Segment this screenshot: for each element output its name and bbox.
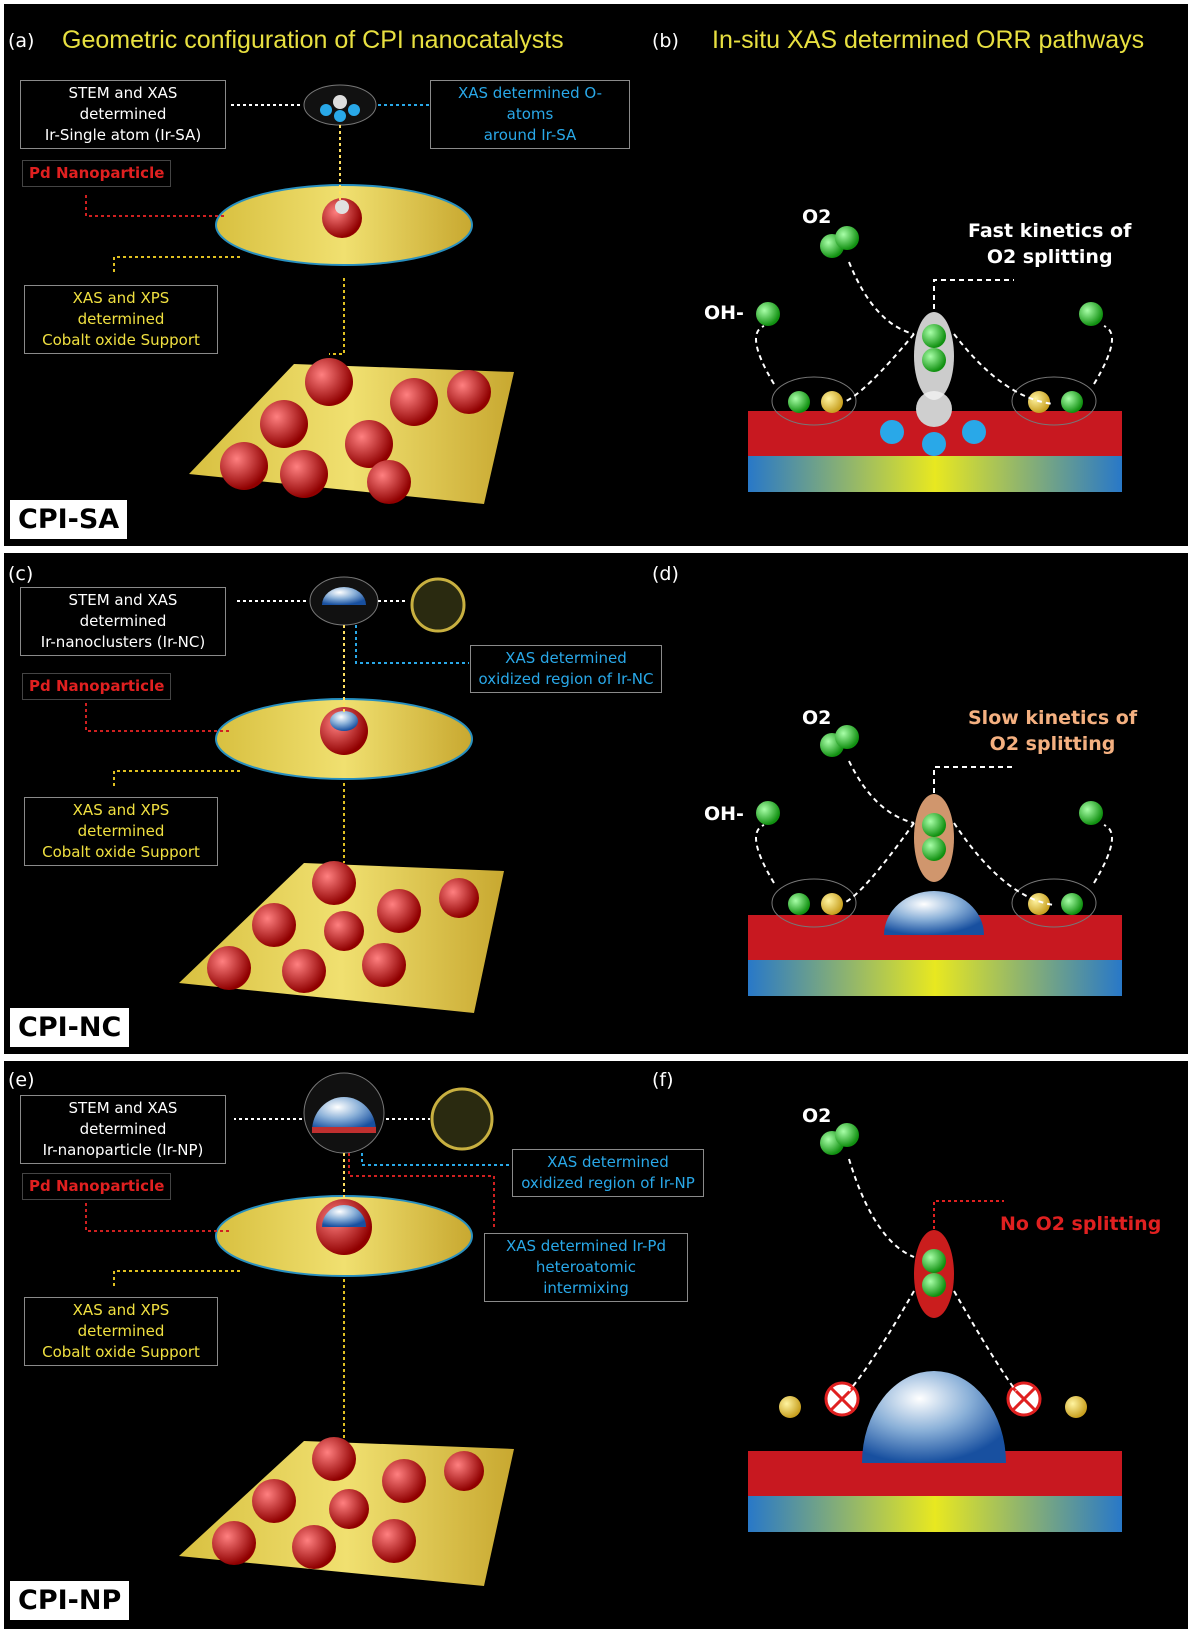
title-left: Geometric configuration of CPI nanocatal… (62, 26, 564, 54)
panel-ef-graphics (85, 1072, 1122, 1586)
oh-left-b (756, 302, 780, 326)
kinetics-label-f: No O2 splitting (1000, 1213, 1162, 1235)
o2-label-b: O2 (802, 206, 832, 228)
oh-right-d (1079, 801, 1103, 825)
label-e: (e) (8, 1069, 35, 1091)
o2-label-d: O2 (802, 707, 832, 729)
ir-nanocluster (330, 711, 358, 731)
ir-sa-molecule (320, 95, 360, 122)
pd-label-c: Pd Nanoparticle (22, 673, 172, 700)
pd-label-e: Pd Nanoparticle (22, 1173, 172, 1200)
pd-nanoparticle (322, 198, 362, 238)
oh-label-b: OH- (704, 302, 744, 324)
ir-sa-center-b (880, 391, 986, 456)
support-bar-f (748, 1496, 1122, 1532)
support-bar-b (748, 456, 1122, 492)
panel-cd-graphics (85, 576, 1122, 1013)
title-right: In-situ XAS determined ORR pathways (712, 26, 1145, 54)
panel-ab-graphics (85, 84, 1122, 504)
ir-np-atomic-zoom (430, 1087, 494, 1151)
label-d: (d) (652, 563, 679, 585)
ir-np-dome-f (862, 1371, 1006, 1463)
sample-label-c: CPI-NC (10, 1008, 130, 1047)
label-f: (f) (652, 1069, 674, 1091)
ab-connectors (85, 104, 429, 355)
sample-label-a: CPI-SA (10, 500, 128, 539)
ir-nc-atomic-zoom (410, 577, 466, 633)
oh-label-d: OH- (704, 803, 744, 825)
oh-left-d (756, 801, 780, 825)
ir-nanoparticle (322, 1205, 366, 1227)
ir-nc-dome-d (884, 891, 984, 935)
panel-ab: (a) Geometric configuration of CPI nanoc… (4, 4, 1188, 546)
ir-single-atom (335, 200, 349, 214)
sample-label-e: CPI-NP (10, 1581, 130, 1620)
pd-nanoparticle-clusters (220, 358, 491, 504)
pd-nanoparticle-clusters (212, 1437, 484, 1569)
label-a: (a) (8, 30, 35, 52)
pd-nanoparticle-clusters (207, 861, 479, 993)
support-bar-d (748, 960, 1122, 996)
oh-right-b (1079, 302, 1103, 326)
o2-label-f: O2 (802, 1105, 832, 1127)
label-b: (b) (652, 30, 679, 52)
pd-label-a: Pd Nanoparticle (22, 160, 172, 187)
label-c: (c) (8, 563, 34, 585)
